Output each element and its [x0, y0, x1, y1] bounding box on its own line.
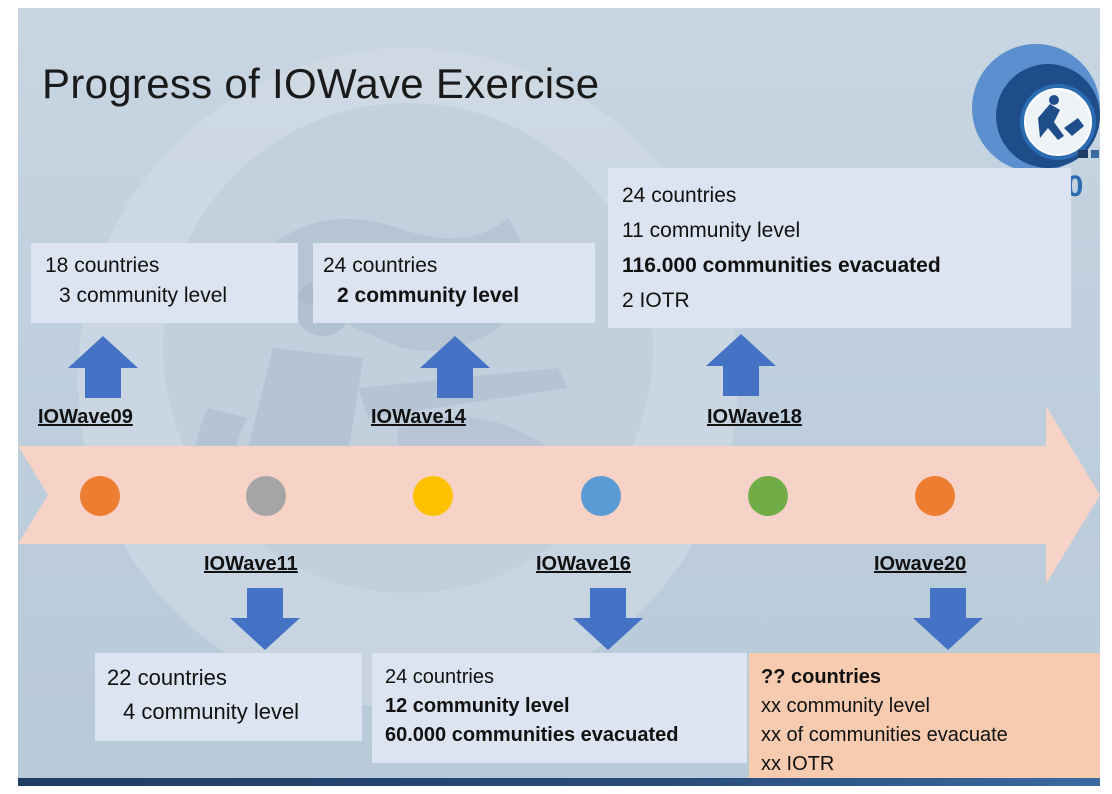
- info-iotr: xx IOTR: [761, 753, 835, 775]
- timeline-arrow: [18, 406, 1100, 584]
- info-evacuated: 116.000 communities evacuated: [622, 254, 941, 277]
- down-arrow-iowave11: [230, 588, 300, 650]
- timeline-dot-iowave20: [915, 476, 955, 516]
- info-evacuated: 60.000 communities evacuated: [385, 724, 679, 746]
- label-iowave18: IOWave18: [707, 406, 802, 428]
- label-iowave14: IOWave14: [371, 406, 466, 428]
- info-box-iowave14: 24 countries 2 community level: [313, 243, 595, 323]
- info-community: 4 community level: [123, 699, 300, 724]
- info-countries: 22 countries: [107, 665, 227, 690]
- bottom-bar: [18, 778, 1100, 786]
- timeline-dot-iowave18: [748, 476, 788, 516]
- slide: Progress of IOWave Exercise 20 18 countr…: [18, 8, 1100, 786]
- label-iowave16: IOWave16: [536, 553, 631, 575]
- label-iowave20: IOwave20: [874, 553, 967, 575]
- info-box-iowave16: 24 countries 12 community level 60.000 c…: [372, 653, 747, 763]
- label-iowave09: IOWave09: [38, 406, 133, 428]
- label-iowave11: IOWave11: [204, 553, 298, 575]
- iowave-logo: [972, 44, 1100, 172]
- info-countries: 24 countries: [323, 254, 438, 277]
- info-box-iowave09: 18 countries 3 community level: [31, 243, 298, 323]
- timeline-dot-iowave09: [80, 476, 120, 516]
- info-countries: 24 countries: [385, 666, 494, 688]
- up-arrow-iowave18: [706, 334, 776, 396]
- page-title: Progress of IOWave Exercise: [42, 60, 600, 107]
- up-arrow-iowave09: [68, 336, 138, 398]
- timeline-dot-iowave14: [413, 476, 453, 516]
- info-community: 12 community level: [385, 695, 570, 717]
- info-community: xx community level: [761, 695, 930, 717]
- info-community: 3 community level: [59, 284, 228, 307]
- down-arrow-iowave16: [573, 588, 643, 650]
- info-countries: 18 countries: [45, 254, 160, 277]
- info-community: 2 community level: [337, 284, 520, 307]
- info-countries: ?? countries: [761, 666, 882, 688]
- info-iotr: 2 IOTR: [622, 289, 690, 312]
- info-box-iowave20: ?? countries xx community level xx of co…: [749, 653, 1100, 786]
- up-arrow-iowave14: [420, 336, 490, 398]
- info-box-iowave11: 22 countries 4 community level: [95, 653, 362, 741]
- info-countries: 24 countries: [622, 184, 737, 207]
- info-community: 11 community level: [622, 219, 801, 242]
- timeline-dot-iowave11: [246, 476, 286, 516]
- timeline-dot-iowave16: [581, 476, 621, 516]
- down-arrow-iowave20: [913, 588, 983, 650]
- info-evacuated: xx of communities evacuate: [761, 724, 1008, 746]
- info-box-iowave18: 24 countries 11 community level 116.000 …: [608, 168, 1071, 328]
